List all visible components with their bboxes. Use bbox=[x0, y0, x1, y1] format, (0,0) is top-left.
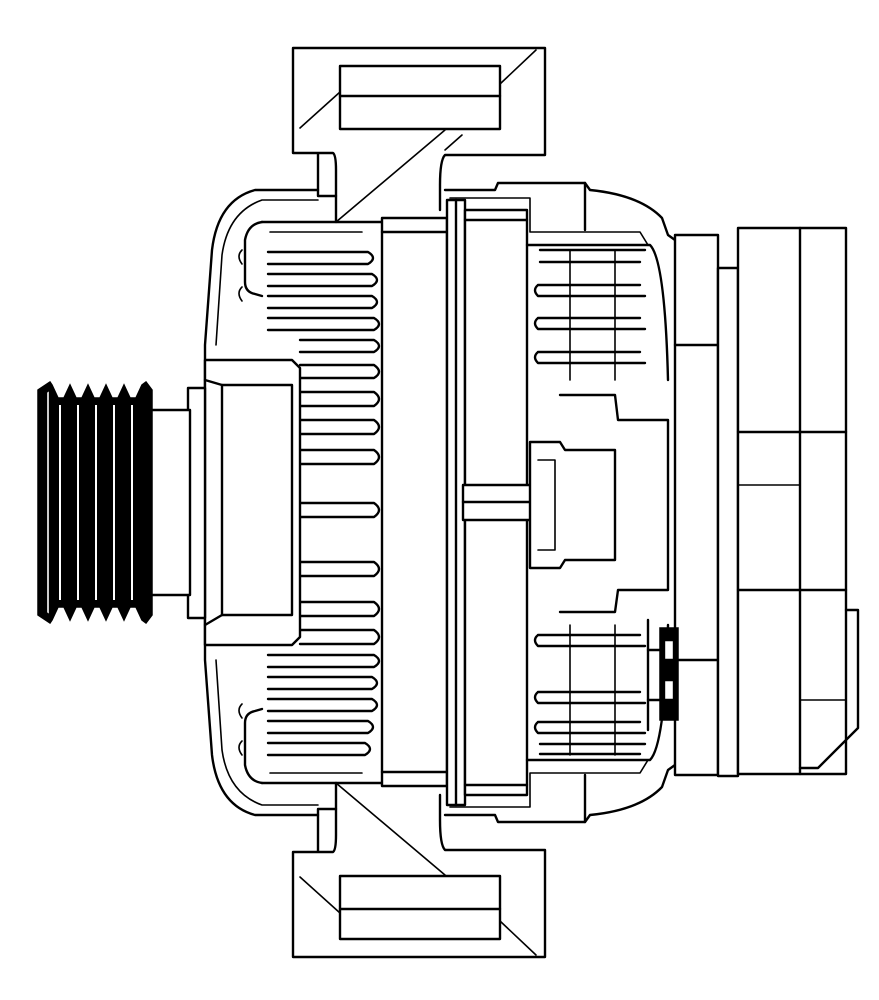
rear-cover bbox=[673, 226, 860, 778]
pulley bbox=[37, 380, 192, 625]
bottom-mounting-ear bbox=[291, 781, 547, 959]
terminal-connector bbox=[646, 618, 679, 732]
front-cooling-slots-upper bbox=[266, 250, 381, 436]
rear-housing bbox=[443, 181, 677, 824]
rear-cooling-slots-lower bbox=[533, 624, 647, 756]
rear-center-boss bbox=[528, 393, 670, 614]
front-cooling-slots-lower bbox=[266, 448, 381, 757]
rear-cooling-slots-upper bbox=[533, 248, 647, 381]
front-bearing-boss bbox=[186, 358, 302, 647]
top-mounting-ear bbox=[291, 46, 547, 224]
